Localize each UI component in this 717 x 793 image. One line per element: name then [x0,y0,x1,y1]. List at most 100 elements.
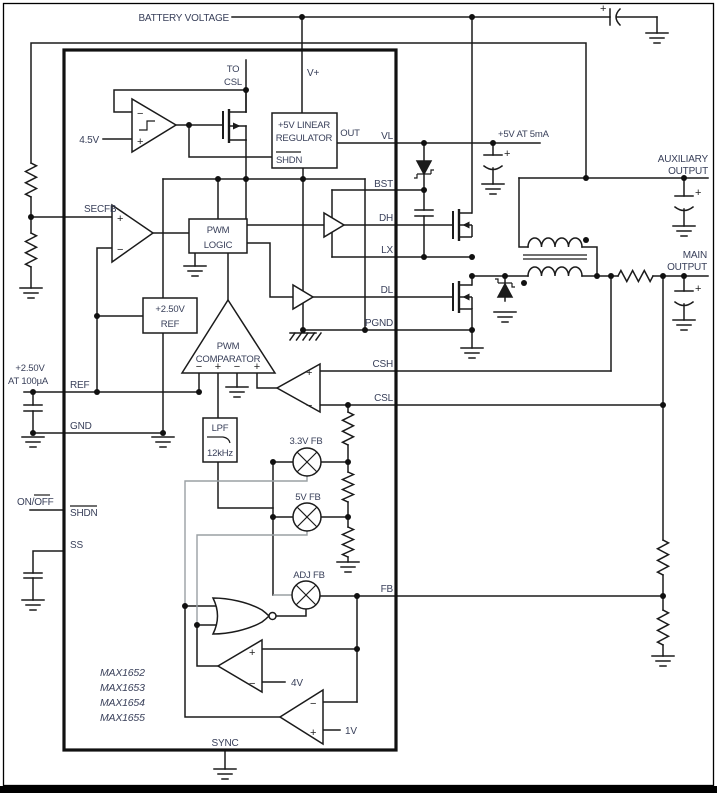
pin-dh: DH [379,213,393,224]
bootstrap-cap [414,209,434,217]
pin-bst: BST [374,179,393,190]
battery-input-cap [609,7,622,27]
aux-cap-plus: + [695,187,701,199]
softstart-cap [23,572,43,579]
comp1v-plus: + [310,727,316,739]
boost-switch-mosfet [222,89,247,143]
regulator-shdn-label: SHDN [276,155,302,166]
main-cap-plus: + [695,283,701,295]
pwm-logic: PWM LOGIC [188,218,248,254]
nor-gate [211,597,277,635]
on-off-label-group: ON/OFF [17,494,54,508]
lowside-mosfet [451,279,474,315]
5v-5ma-label: +5V AT 5mA [498,129,550,140]
ground-pgnd-hatched [288,331,323,342]
ground-fb-divider [651,655,675,667]
fb-5-label: 5V FB [295,492,320,503]
lpf-box: LPF 12kHz [202,417,238,463]
ic-outline [62,48,398,752]
aux-output-label-1: AUXILIARY [658,154,709,165]
capacitors [23,7,695,579]
regulator-label-2: REGULATOR [276,133,333,144]
pwm-in1-minus: − [196,361,202,373]
pin-vl: VL [381,131,393,142]
catch-diode [495,278,515,298]
vl-cap-plus: + [504,148,510,160]
resistor-int-1 [340,410,356,447]
ref-bypass-cap [23,404,43,412]
comp1v-minus: − [310,698,316,710]
ground-5v-cap [481,183,505,195]
battery-voltage-label: BATTERY VOLTAGE [138,13,229,24]
pin-csl: CSL [374,393,393,404]
mux-adj-fb [291,580,321,610]
transformer [523,237,587,277]
aux-output-cap [673,195,695,212]
pin-dl: DL [381,285,394,296]
comparator-4v: + − [216,638,263,694]
battery-cap-plus: + [600,3,606,15]
junction-dots [28,14,687,652]
dl-driver [292,283,315,311]
pwm-comp-label-2: COMPARATOR [196,354,261,365]
lpf-label: LPF [212,423,229,434]
ref-out-label-2: AT 100µA [8,376,49,387]
ref-box-label-1: +2.50V [155,304,185,315]
dh-driver [323,211,346,239]
pin-sync: SYNC [212,738,239,749]
main-output-label-1: MAIN [683,250,707,261]
1v-label: 1V [345,726,357,737]
resistor-secfb-top [23,161,39,199]
feedback-muxes [291,447,322,610]
ground-ref-cap [21,436,45,448]
resistor-fb-top [655,538,671,577]
resistors [23,161,671,647]
cs-plus: + [306,367,312,379]
ground-secfb-divider [19,287,43,299]
secfb-plus: + [117,213,123,225]
secfb-minus: − [117,244,123,256]
lpf-freq-label: 12kHz [207,448,233,459]
uvlo-comparator [131,97,178,154]
main-output-label-2: OUTPUT [667,262,707,273]
part-max1655: MAX1655 [100,712,145,724]
ref-box-label-2: REF [161,319,180,330]
regulator-label-1: +5V LINEAR [278,120,330,131]
part-max1652: MAX1652 [100,667,145,679]
out-label: OUT [340,128,360,139]
main-output-cap [673,290,695,307]
uvlo-minus: − [137,108,143,120]
part-max1653: MAX1653 [100,682,145,694]
ground-battery-cap [645,32,669,44]
v-plus-label: V+ [307,68,319,79]
pwm-comparator: PWM COMPARATOR − + − + [180,298,277,374]
pin-ss: SS [70,540,83,551]
ground-ss-cap [21,599,45,611]
pwm-in4-plus: + [254,361,260,373]
pwm-logic-label-2: LOGIC [204,240,233,251]
pwm-in2-plus: + [215,361,221,373]
cs-minus: − [306,400,312,412]
pwm-comp-label-1: PWM [217,341,240,352]
pin-fb: FB [381,584,394,595]
bootstrap-diode [414,160,434,179]
pin-shdn-group: SHDN [70,505,98,519]
pin-shdn: SHDN [70,508,98,519]
ground-pwm-logic [183,265,207,277]
comparator-1v: − + [278,688,324,746]
ground-lowside-fet [460,347,484,359]
ground-int-chain [336,561,360,573]
ground-sync [213,768,237,780]
on-off-label: ON/OFF [17,497,54,508]
mux-33v-fb [292,447,322,477]
ground-comparator-input [225,386,249,398]
aux-output-label-2: OUTPUT [668,166,708,177]
comp4v-minus: − [249,678,255,690]
mux-5v-fb [292,502,322,532]
linear-regulator: +5V LINEAR REGULATOR SHDN [271,112,338,169]
to-csl-label-2: CSL [224,77,242,88]
resistor-int-2 [340,471,356,503]
ref-out-label-1: +2.50V [15,363,45,374]
